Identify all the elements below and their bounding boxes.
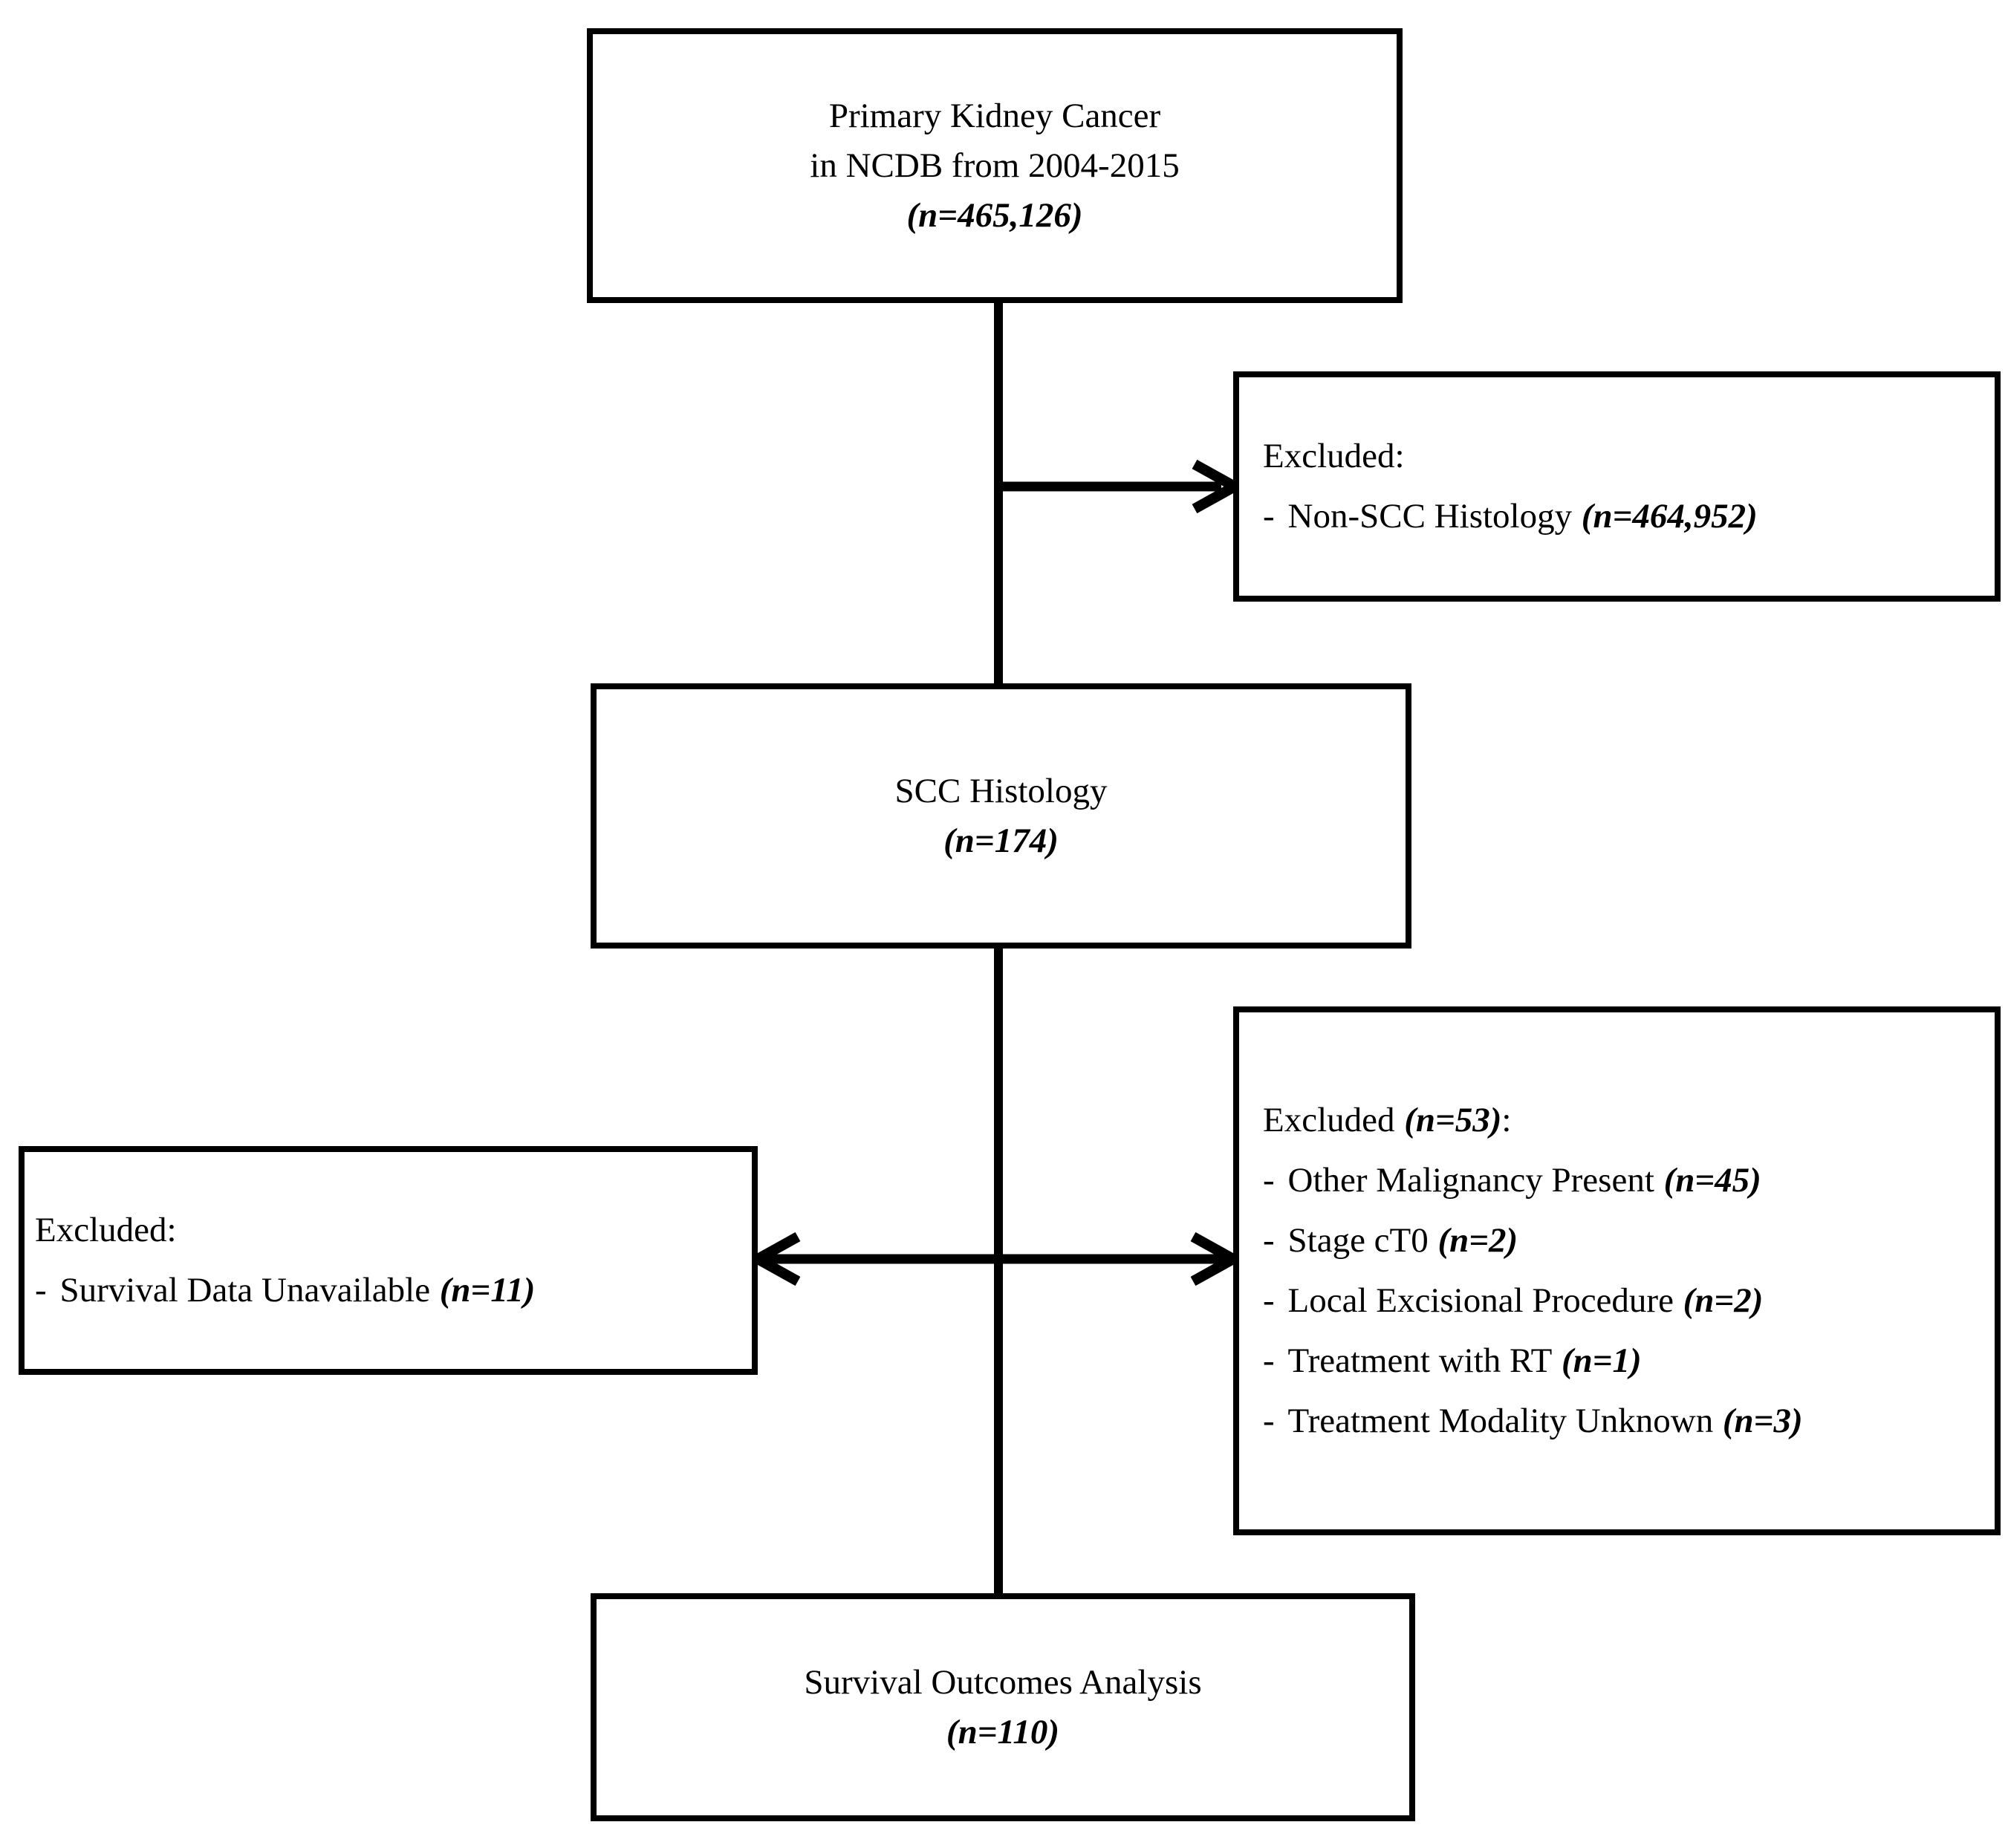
node-title-line: SCC Histology	[894, 771, 1108, 810]
connector-scc-to-outcome	[994, 946, 1003, 1596]
node-excluded-non-scc: Excluded: -Non-SCC Histology(n=464,952)	[1233, 371, 2001, 602]
excluded-item-count: (n=2)	[1437, 1221, 1518, 1260]
excluded-title: Excluded(n=53):	[1263, 1090, 1981, 1151]
node-count: (n=110)	[946, 1712, 1060, 1751]
excluded-item-label: Stage cT0	[1287, 1221, 1429, 1260]
excluded-item-count: (n=2)	[1683, 1281, 1764, 1320]
arrow-double-excluded	[747, 1232, 1244, 1286]
excluded-item: -Treatment Modality Unknown(n=3)	[1263, 1391, 1981, 1451]
excluded-item-label: Treatment Modality Unknown	[1287, 1402, 1714, 1440]
excluded-item-count: (n=45)	[1663, 1161, 1761, 1200]
excluded-item: -Survival Data Unavailable(n=11)	[35, 1260, 738, 1321]
node-excluded-secondary: Excluded(n=53): -Other Malignancy Presen…	[1233, 1006, 2001, 1535]
excluded-item-label: Local Excisional Procedure	[1287, 1281, 1674, 1320]
excluded-title-text: Excluded	[1263, 1101, 1395, 1139]
node-survival-outcomes: Survival Outcomes Analysis (n=110)	[591, 1593, 1415, 1821]
excluded-item: -Other Malignancy Present(n=45)	[1263, 1151, 1981, 1211]
bullet-dash: -	[1263, 1281, 1275, 1320]
excluded-item-count: (n=1)	[1561, 1341, 1642, 1380]
excluded-item-label: Survival Data Unavailable	[59, 1271, 431, 1309]
node-title-line: Survival Outcomes Analysis	[804, 1662, 1202, 1702]
bullet-dash: -	[1263, 1402, 1275, 1440]
excluded-title-count: (n=53)	[1404, 1101, 1502, 1139]
excluded-title: Excluded:	[1263, 437, 1405, 475]
arrow-to-excluded-histology	[998, 459, 1246, 514]
excluded-item-label: Other Malignancy Present	[1287, 1161, 1654, 1200]
excluded-item: -Non-SCC Histology(n=464,952)	[1263, 487, 1981, 547]
bullet-dash: -	[1263, 1221, 1275, 1260]
excluded-item: -Stage cT0(n=2)	[1263, 1211, 1981, 1271]
node-count: (n=174)	[943, 821, 1059, 860]
node-primary-kidney-cancer: Primary Kidney Cancer in NCDB from 2004-…	[587, 28, 1403, 303]
excluded-item: -Local Excisional Procedure(n=2)	[1263, 1271, 1981, 1331]
bullet-dash: -	[1263, 1161, 1275, 1200]
node-title-line: in NCDB from 2004-2015	[810, 146, 1180, 185]
excluded-title: Excluded:	[35, 1211, 177, 1249]
node-title-line: Primary Kidney Cancer	[828, 96, 1161, 135]
bullet-dash: -	[1263, 497, 1275, 536]
excluded-item-label: Non-SCC Histology	[1287, 497, 1573, 536]
excluded-item-count: (n=3)	[1722, 1402, 1803, 1440]
node-scc-histology: SCC Histology (n=174)	[591, 683, 1411, 949]
excluded-item-label: Treatment with RT	[1287, 1341, 1553, 1380]
bullet-dash: -	[1263, 1341, 1275, 1380]
excluded-item-count: (n=11)	[439, 1271, 536, 1309]
excluded-item: -Treatment with RT(n=1)	[1263, 1331, 1981, 1391]
node-count: (n=465,126)	[906, 195, 1083, 235]
excluded-title-colon: :	[1501, 1101, 1512, 1139]
bullet-dash: -	[35, 1271, 47, 1309]
arrowhead-left-icon	[747, 1232, 801, 1286]
node-excluded-survival-data: Excluded: -Survival Data Unavailable(n=1…	[19, 1146, 758, 1375]
excluded-item-count: (n=464,952)	[1581, 497, 1758, 536]
connector-primary-to-scc	[994, 300, 1003, 686]
